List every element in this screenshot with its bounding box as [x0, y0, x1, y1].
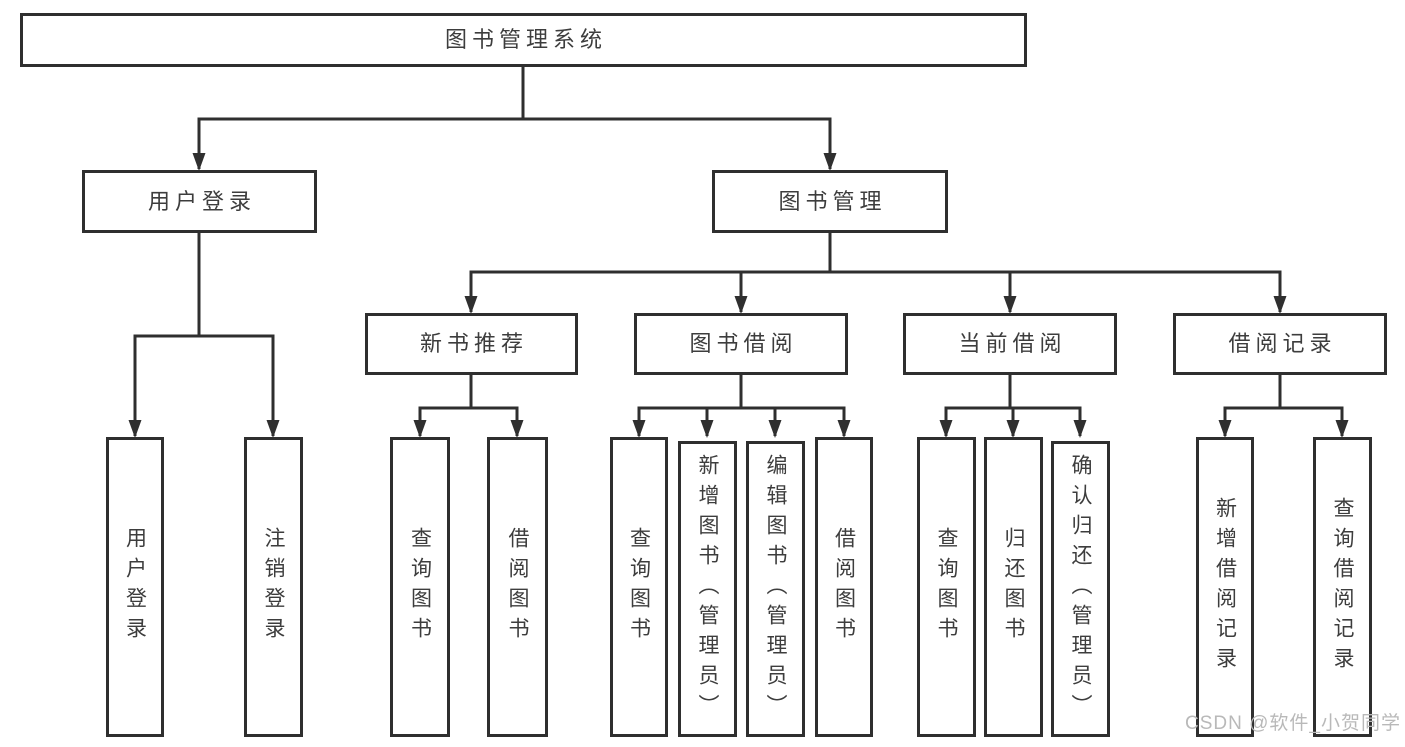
- node-borrow-records: 借阅记录: [1173, 313, 1387, 375]
- leaf-add-book-admin-label: 新增图书（管理员）: [696, 454, 720, 724]
- node-borrow-records-label: 借阅记录: [1228, 331, 1337, 356]
- node-current-borrow-label: 当前借阅: [958, 331, 1067, 356]
- leaf-query-book-1-label: 查询图书: [408, 527, 432, 647]
- leaf-borrow-book-2: 借阅图书: [815, 437, 873, 737]
- leaf-return-book-label: 归还图书: [1002, 527, 1026, 647]
- leaf-logout-label: 注销登录: [262, 527, 286, 647]
- leaf-add-borrow-record: 新增借阅记录: [1196, 437, 1254, 737]
- leaf-add-book-admin: 新增图书（管理员）: [678, 441, 737, 737]
- leaf-query-borrow-record: 查询借阅记录: [1313, 437, 1372, 737]
- leaf-borrow-book-1-label: 借阅图书: [506, 527, 530, 647]
- leaf-edit-book-admin: 编辑图书（管理员）: [746, 441, 805, 737]
- node-user-login: 用户登录: [82, 170, 317, 233]
- node-book-borrow: 图书借阅: [634, 313, 848, 375]
- node-new-book-recommend: 新书推荐: [365, 313, 578, 375]
- leaf-query-book-3-label: 查询图书: [935, 527, 959, 647]
- leaf-edit-book-admin-label: 编辑图书（管理员）: [764, 454, 788, 724]
- node-new-book-recommend-label: 新书推荐: [419, 331, 528, 356]
- leaf-add-borrow-record-label: 新增借阅记录: [1213, 497, 1237, 677]
- leaf-user-login: 用户登录: [106, 437, 164, 737]
- node-user-login-label: 用户登录: [147, 188, 256, 214]
- leaf-confirm-return-admin-label: 确认归还（管理员）: [1069, 454, 1093, 724]
- leaf-query-borrow-record-label: 查询借阅记录: [1331, 497, 1355, 677]
- node-current-borrow: 当前借阅: [903, 313, 1117, 375]
- csdn-watermark: CSDN @软件_小贺同学: [1185, 713, 1401, 734]
- leaf-query-book-2-label: 查询图书: [627, 527, 651, 647]
- leaf-borrow-book-2-label: 借阅图书: [832, 527, 856, 647]
- leaf-query-book-2: 查询图书: [610, 437, 668, 737]
- node-book-management: 图书管理: [712, 170, 948, 233]
- leaf-borrow-book-1: 借阅图书: [487, 437, 548, 737]
- leaf-logout: 注销登录: [244, 437, 303, 737]
- node-root: 图书管理系统: [20, 13, 1027, 67]
- node-book-borrow-label: 图书借阅: [689, 331, 798, 356]
- leaf-query-book-1: 查询图书: [390, 437, 450, 737]
- leaf-return-book: 归还图书: [984, 437, 1043, 737]
- leaf-user-login-label: 用户登录: [123, 527, 147, 647]
- leaf-query-book-3: 查询图书: [917, 437, 976, 737]
- node-root-label: 图书管理系统: [444, 27, 607, 52]
- leaf-confirm-return-admin: 确认归还（管理员）: [1051, 441, 1110, 737]
- node-book-management-label: 图书管理: [778, 188, 887, 214]
